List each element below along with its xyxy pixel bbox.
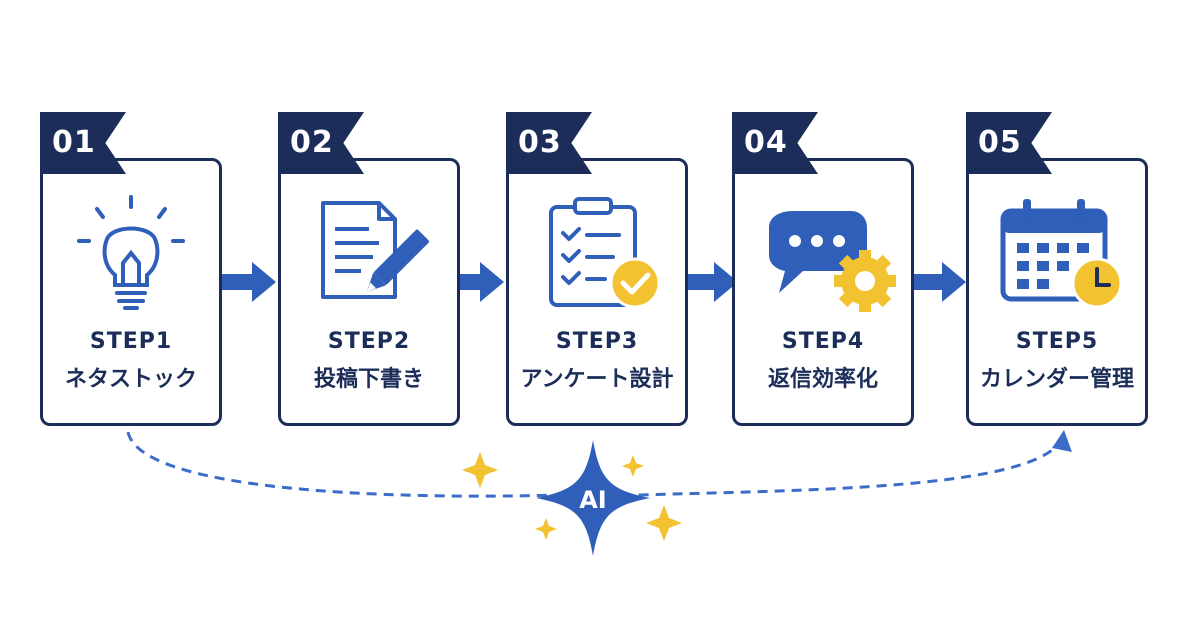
sparkle-icon: [646, 505, 682, 541]
dashed-flow-line: [126, 431, 1064, 498]
step-title: STEP5: [1015, 329, 1099, 354]
arrow-right-icon: [684, 262, 738, 302]
step-card-5: STEP5 カレンダー管理: [966, 158, 1148, 426]
step-title: STEP1: [89, 329, 173, 354]
clipboard-check-icon: [549, 197, 661, 309]
step-card-1: STEP1 ネタストック: [40, 158, 222, 426]
step-card-2: STEP2 投稿下書き: [278, 158, 460, 426]
step-title: STEP2: [327, 329, 411, 354]
step-number-badge: 03: [506, 112, 592, 174]
arrow-right-icon: [222, 262, 276, 302]
ai-star-icon: [536, 440, 650, 556]
chat-gear-icon: [769, 211, 896, 312]
step-label: アンケート設計: [520, 367, 674, 392]
ai-label: AI: [579, 486, 607, 514]
step-label: ネタストック: [64, 367, 197, 392]
step-title: STEP4: [781, 329, 865, 354]
step-title: STEP3: [555, 329, 639, 354]
sparkle-icon: [535, 518, 557, 540]
lightbulb-icon: [77, 195, 185, 310]
step-label: 投稿下書き: [313, 367, 424, 392]
step-card-4: STEP4 返信効率化: [732, 158, 914, 426]
step-label: 返信効率化: [767, 367, 878, 392]
sparkle-icon: [462, 452, 498, 488]
document-pencil-icon: [321, 201, 429, 299]
calendar-clock-icon: [1000, 199, 1123, 309]
step-label: カレンダー管理: [979, 367, 1134, 392]
step-card-3: STEP3 アンケート設計: [506, 158, 688, 426]
dashed-flow-arrowhead: [1052, 430, 1072, 452]
step-number-badge: 01: [40, 112, 126, 174]
arrow-right-icon: [912, 262, 966, 302]
arrow-right-icon: [450, 262, 504, 302]
sparkle-icon: [622, 455, 644, 477]
